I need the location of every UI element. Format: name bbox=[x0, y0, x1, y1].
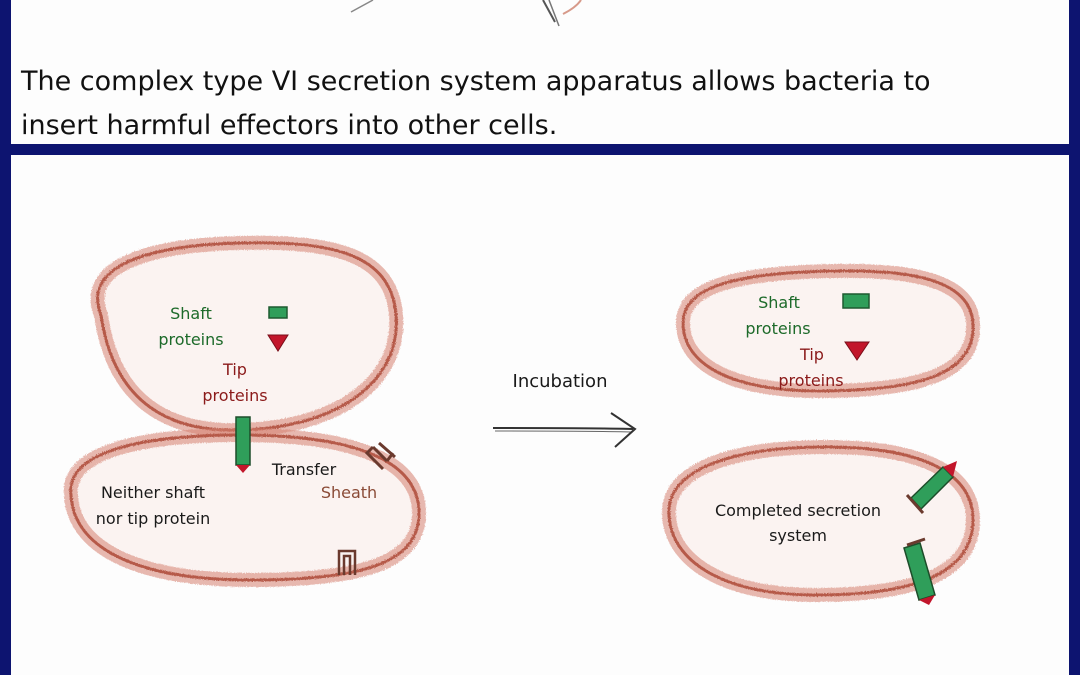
transfer-label: Transfer bbox=[271, 460, 337, 479]
right-shaft-label-2: proteins bbox=[745, 319, 810, 338]
left-shaft-label-2: proteins bbox=[158, 330, 223, 349]
left-tip-label-2: proteins bbox=[202, 386, 267, 405]
secretion-system-upper-icon bbox=[905, 461, 957, 514]
sheath-label: Sheath bbox=[321, 483, 377, 502]
completed-label-2: system bbox=[769, 526, 827, 545]
incubation-arrow bbox=[492, 412, 637, 448]
diagram-panel: Shaft proteins Tip proteins Transfer She… bbox=[11, 155, 1069, 675]
right-shaft-protein-icon bbox=[842, 293, 870, 309]
left-shaft-label-1: Shaft bbox=[170, 304, 212, 323]
recipient-label-1: Neither shaft bbox=[101, 483, 205, 502]
shaft-protein-icon bbox=[268, 306, 288, 319]
sheath-icon-upper bbox=[364, 441, 396, 471]
secretion-diagram: Shaft proteins Tip proteins Transfer She… bbox=[63, 235, 981, 605]
top-sketch-remnant bbox=[350, 0, 582, 27]
caption-panel: The complex type VI secretion system app… bbox=[11, 0, 1069, 144]
tip-protein-icon bbox=[267, 334, 289, 352]
right-shaft-label-1: Shaft bbox=[758, 293, 800, 312]
left-tip-label-1: Tip bbox=[222, 360, 247, 379]
caption-text: The complex type VI secretion system app… bbox=[21, 60, 931, 144]
recipient-cell bbox=[63, 427, 427, 588]
completed-label-1: Completed secretion bbox=[715, 501, 881, 520]
caption-line-1: The complex type VI secretion system app… bbox=[21, 66, 931, 97]
right-tip-label-1: Tip bbox=[799, 345, 824, 364]
right-tip-protein-icon bbox=[844, 341, 870, 361]
right-recipient-cell bbox=[661, 439, 981, 603]
incubation-label: Incubation bbox=[513, 371, 608, 392]
right-donor-cell bbox=[676, 263, 981, 399]
donor-cell bbox=[90, 235, 404, 438]
secretion-system-lower-icon bbox=[903, 537, 936, 605]
transfer-shaft-icon bbox=[235, 416, 251, 473]
sheath-icon-lower bbox=[337, 549, 357, 575]
recipient-label-2: nor tip protein bbox=[96, 509, 210, 528]
right-tip-label-2: proteins bbox=[778, 371, 843, 390]
caption-line-2: insert harmful effectors into other cell… bbox=[21, 110, 558, 141]
